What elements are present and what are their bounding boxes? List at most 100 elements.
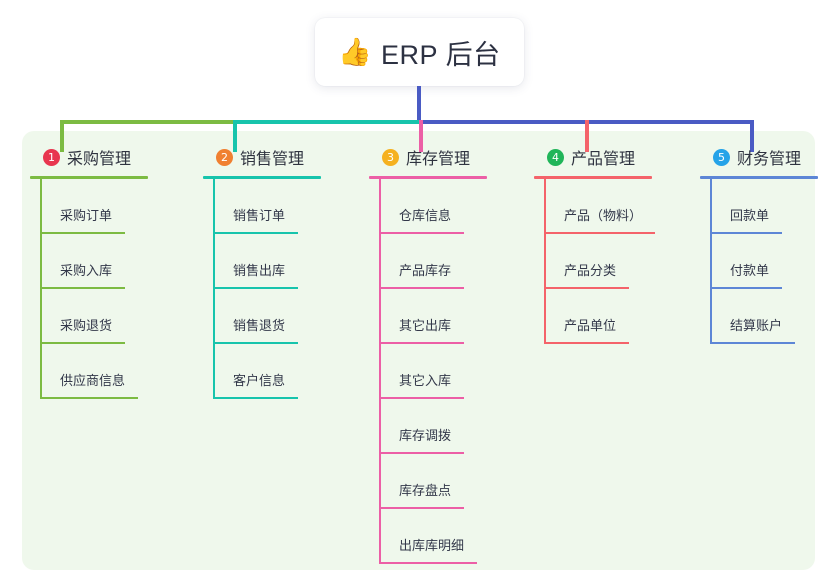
branch-item-rule	[40, 342, 125, 344]
branch-item[interactable]: 客户信息	[203, 344, 321, 399]
branch-spine	[379, 179, 381, 564]
branch-item[interactable]: 产品单位	[534, 289, 652, 344]
branch-item-label: 产品单位	[564, 318, 617, 333]
branch-number-badge: 4	[547, 148, 564, 166]
branch-item[interactable]: 付款单	[700, 234, 818, 289]
branch-header-rule	[369, 176, 487, 179]
branch-number-badge: 3	[382, 148, 399, 166]
branch-title: 产品管理	[571, 151, 636, 168]
branch-item-rule	[40, 287, 125, 289]
branch-item-label: 采购订单	[60, 208, 113, 223]
branch-item-rule	[213, 232, 298, 234]
branch-item-rule	[40, 232, 125, 234]
branch-item-label: 销售退货	[233, 318, 286, 333]
branch-item-label: 其它出库	[399, 318, 452, 333]
branch-item[interactable]: 产品分类	[534, 234, 652, 289]
branch-item-label: 供应商信息	[60, 373, 126, 388]
branch-item-list: 仓库信息产品库存其它出库其它入库库存调拨库存盘点出库库明细	[369, 179, 487, 564]
branch-number-badge: 1	[43, 148, 60, 166]
branch-item-label: 库存调拨	[399, 428, 452, 443]
bus-teal	[233, 120, 419, 124]
branch-column-3: 3 库存管理仓库信息产品库存其它出库其它入库库存调拨库存盘点出库库明细	[369, 145, 487, 564]
branch-header-4[interactable]: 4 产品管理	[534, 145, 652, 169]
branch-title: 库存管理	[406, 151, 471, 168]
branch-item-rule	[379, 232, 464, 234]
branch-item-rule	[379, 452, 464, 454]
branch-item-rule	[213, 397, 298, 399]
branch-title: 采购管理	[67, 151, 132, 168]
branch-item[interactable]: 仓库信息	[369, 179, 487, 234]
branch-item[interactable]: 销售出库	[203, 234, 321, 289]
branch-item[interactable]: 采购订单	[30, 179, 148, 234]
root-node[interactable]: 👍 ERP 后台	[315, 18, 524, 86]
branch-header-3[interactable]: 3 库存管理	[369, 145, 487, 169]
branch-item-rule	[710, 342, 795, 344]
root-node-title: ERP 后台	[381, 39, 501, 70]
branch-item[interactable]: 销售退货	[203, 289, 321, 344]
branch-item-label: 产品分类	[564, 263, 617, 278]
branch-title: 销售管理	[240, 151, 305, 168]
branch-item[interactable]: 出库库明细	[369, 509, 487, 564]
branch-column-5: 5 财务管理回款单付款单结算账户	[700, 145, 818, 344]
branch-item-list: 销售订单销售出库销售退货客户信息	[203, 179, 321, 399]
branch-item-rule	[544, 232, 655, 234]
branch-item[interactable]: 供应商信息	[30, 344, 148, 399]
branch-item-rule	[710, 287, 782, 289]
branch-item-label: 销售订单	[233, 208, 286, 223]
branch-item[interactable]: 回款单	[700, 179, 818, 234]
branch-header-rule	[203, 176, 321, 179]
branch-item-list: 回款单付款单结算账户	[700, 179, 818, 344]
branch-header-2[interactable]: 2 销售管理	[203, 145, 321, 169]
branch-spine	[40, 179, 42, 399]
branch-header-5[interactable]: 5 财务管理	[700, 145, 818, 169]
branch-item[interactable]: 结算账户	[700, 289, 818, 344]
branches-panel	[22, 131, 815, 570]
branch-item-label: 出库库明细	[399, 538, 465, 553]
branch-item[interactable]: 采购退货	[30, 289, 148, 344]
branch-item-label: 采购退货	[60, 318, 113, 333]
branch-header-1[interactable]: 1 采购管理	[30, 145, 148, 169]
branch-item-rule	[379, 397, 464, 399]
branch-item-rule	[379, 287, 464, 289]
branch-number-badge: 5	[713, 148, 730, 166]
branch-item-list: 采购订单采购入库采购退货供应商信息	[30, 179, 148, 399]
branch-item-rule	[379, 507, 464, 509]
branch-item[interactable]: 销售订单	[203, 179, 321, 234]
branch-item-rule	[213, 342, 298, 344]
branch-item[interactable]: 采购入库	[30, 234, 148, 289]
branch-item[interactable]: 库存调拨	[369, 399, 487, 454]
branch-item-label: 回款单	[730, 208, 770, 223]
branch-item-rule	[40, 397, 138, 399]
thumbs-up-icon: 👍	[338, 36, 373, 67]
branch-number-badge: 2	[216, 148, 233, 166]
branch-spine	[213, 179, 215, 399]
branch-item-label: 产品（物料）	[564, 208, 643, 223]
branch-column-1: 1 采购管理采购订单采购入库采购退货供应商信息	[30, 145, 148, 399]
branch-item[interactable]: 库存盘点	[369, 454, 487, 509]
branch-item[interactable]: 产品（物料）	[534, 179, 655, 234]
branch-item-rule	[544, 287, 629, 289]
branch-item[interactable]: 其它入库	[369, 344, 487, 399]
branch-item-list: 产品（物料） 产品分类产品单位	[534, 179, 655, 344]
branch-column-4: 4 产品管理产品（物料） 产品分类产品单位	[534, 145, 655, 344]
branch-item-label: 采购入库	[60, 263, 113, 278]
branch-header-rule	[30, 176, 148, 179]
branch-item-label: 销售出库	[233, 263, 286, 278]
branch-item-label: 产品库存	[399, 263, 452, 278]
branch-item-rule	[213, 287, 298, 289]
bus-blue	[419, 120, 750, 124]
branch-header-rule	[534, 176, 652, 179]
branch-item[interactable]: 产品库存	[369, 234, 487, 289]
branch-column-2: 2 销售管理销售订单销售出库销售退货客户信息	[203, 145, 321, 399]
branch-item[interactable]: 其它出库	[369, 289, 487, 344]
trunk-line	[417, 86, 421, 124]
branch-item-rule	[710, 232, 782, 234]
branch-item-rule	[379, 562, 477, 564]
branch-item-label: 结算账户	[730, 318, 783, 333]
branch-header-rule	[700, 176, 818, 179]
branch-item-label: 仓库信息	[399, 208, 452, 223]
branch-spine	[544, 179, 546, 344]
branch-title: 财务管理	[737, 151, 802, 168]
branch-item-rule	[379, 342, 464, 344]
